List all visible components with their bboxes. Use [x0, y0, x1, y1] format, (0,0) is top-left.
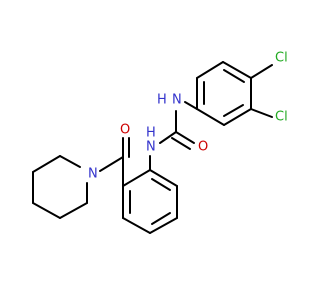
- bond: [32, 202, 61, 219]
- double-bond-inner: [151, 178, 171, 191]
- piperidine-ring: [32, 155, 88, 219]
- nitrogen-atom-bottom: N: [146, 140, 156, 155]
- hydrogen-atom-bottom: H: [146, 126, 156, 141]
- double-bond-inner: [223, 69, 245, 83]
- chlorine-atom-top: Cl: [275, 51, 288, 66]
- dichlorophenyl-ring: [196, 61, 252, 126]
- double-bond-inner: [151, 212, 171, 225]
- bond-c-o: [175, 131, 195, 144]
- bond: [32, 155, 61, 173]
- bond-ring-nh: [184, 101, 198, 110]
- oxygen-atom-urea: O: [198, 140, 208, 155]
- hydrogen-atom-top: H: [157, 93, 167, 108]
- bond: [122, 169, 151, 187]
- bond: [59, 202, 88, 219]
- bond: [122, 217, 151, 234]
- chlorine-atom-right: Cl: [275, 110, 288, 125]
- nitrogen-atom-piperidine: N: [88, 167, 98, 182]
- bond-c-nh-bottom: [159, 131, 177, 144]
- bond: [149, 217, 178, 234]
- molecule-structure: Cl Cl N H O N H O N: [32, 51, 288, 234]
- benzene-ring: [122, 169, 178, 234]
- bond-c-n-piperidine: [99, 156, 124, 172]
- bond-c-o-double: [171, 137, 191, 150]
- bond: [59, 155, 81, 168]
- bond: [222, 61, 252, 79]
- nitrogen-atom-top: N: [172, 93, 182, 108]
- bond: [196, 61, 224, 79]
- bond-c-cl-top: [250, 64, 273, 79]
- oxygen-atom-amide: O: [120, 123, 130, 138]
- bond: [149, 169, 178, 187]
- bond-c-cl-right: [250, 108, 273, 118]
- bond: [223, 108, 252, 126]
- double-bond-inner: [223, 104, 244, 117]
- bond: [196, 108, 225, 126]
